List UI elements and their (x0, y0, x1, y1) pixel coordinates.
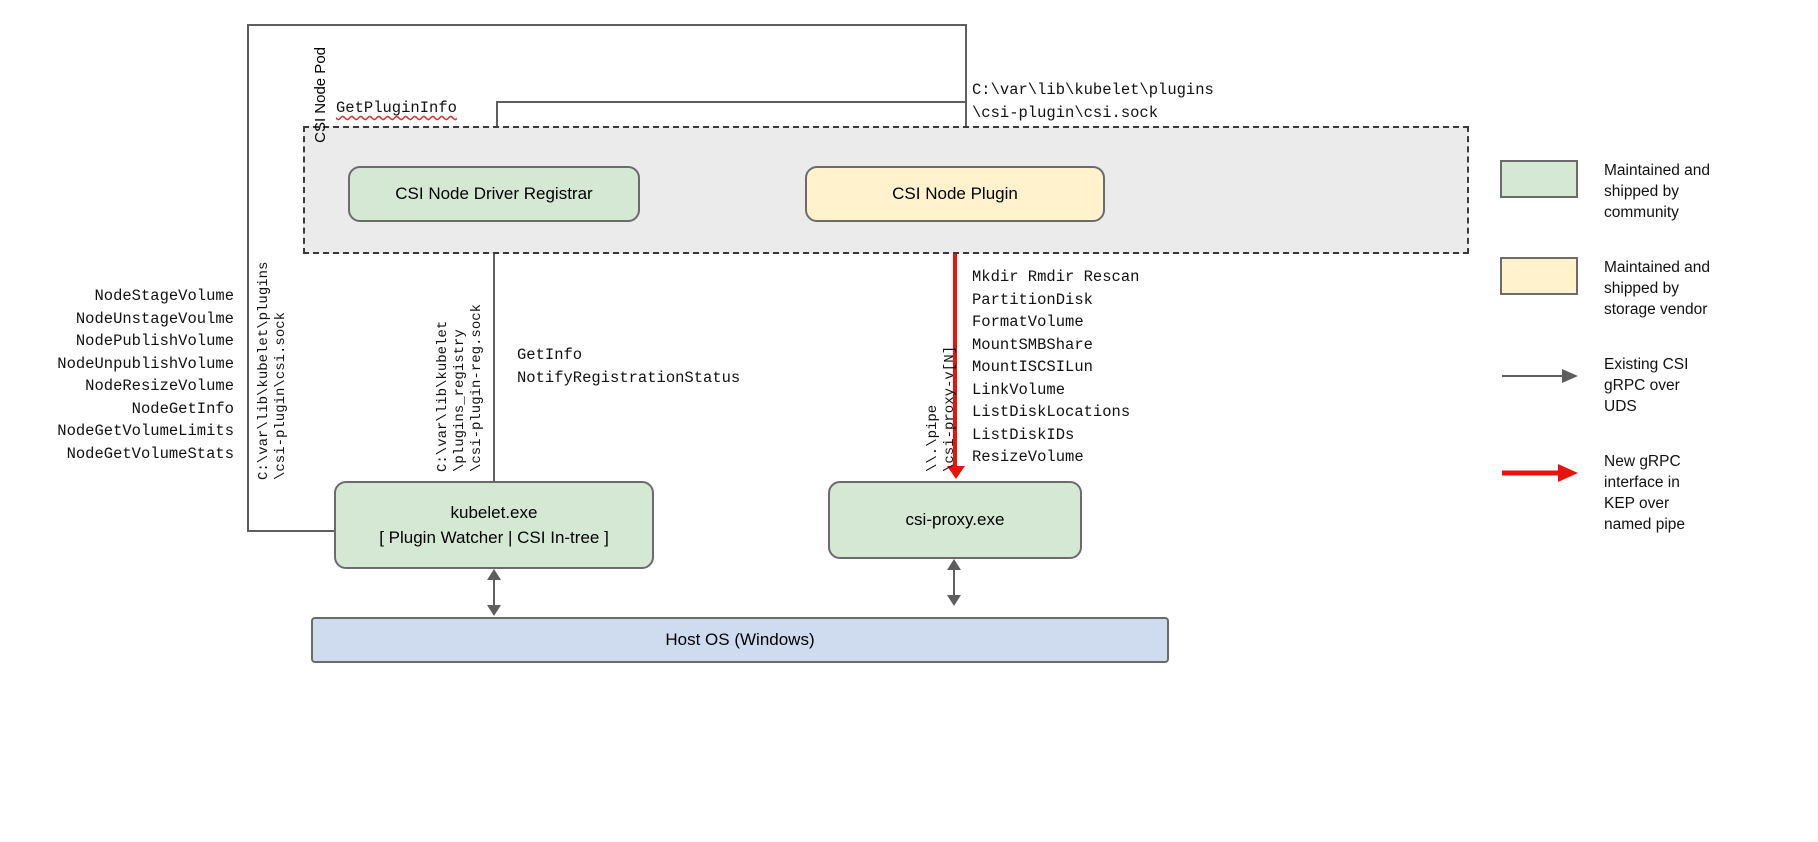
legend-row-storage-vendor: Maintained and shipped by storage vendor (1500, 257, 1800, 320)
arrowhead-csiproxy-down-icon (947, 466, 965, 479)
node-box-kubelet-exe[interactable]: kubelet.exe [ Plugin Watcher | CSI In-tr… (334, 481, 654, 569)
node-box-host-os[interactable]: Host OS (Windows) (311, 617, 1169, 663)
connector-plugin-down (965, 24, 967, 156)
node-box-csi-node-driver-registrar[interactable]: CSI Node Driver Registrar (348, 166, 640, 222)
arrowhead-kubelet-up-icon (487, 569, 501, 580)
connector-kubelet-left-stub (247, 530, 335, 532)
label-node-service-operations: NodeStageVolume NodeUnstageVoulme NodePu… (57, 287, 234, 463)
legend-swatch-vendor-yellow (1500, 257, 1578, 295)
label-vertical-csi-sock-path: C:\var\lib\kubelet\plugins \csi-plugin\c… (256, 261, 289, 480)
connector-kubelet-hostos (493, 578, 495, 608)
legend-arrow-red-icon (1500, 451, 1578, 489)
legend-row-existing-csi: Existing CSI gRPC over UDS (1500, 354, 1800, 417)
connector-getplugininfo-horizontal (496, 101, 966, 103)
node-box-csiproxy-label: csi-proxy.exe (905, 510, 1005, 530)
legend-row-new-grpc: New gRPC interface in KEP over named pip… (1500, 451, 1800, 535)
legend-swatch-community-green (1500, 160, 1578, 198)
node-box-kubelet-label-line2: [ Plugin Watcher | CSI In-tree ] (379, 528, 609, 547)
connector-top-horizontal (247, 24, 966, 26)
arrowhead-csiproxy-hostos-down-icon (947, 595, 961, 606)
csi-node-pod-label: CSI Node Pod (312, 47, 329, 143)
node-box-registrar-label: CSI Node Driver Registrar (395, 184, 593, 204)
node-box-plugin-label: CSI Node Plugin (892, 184, 1018, 204)
connector-csiproxy-hostos (953, 568, 955, 598)
node-box-hostos-label: Host OS (Windows) (665, 630, 815, 650)
legend-arrow-gray-icon (1500, 354, 1578, 392)
arrowhead-kubelet-down-icon (487, 605, 501, 616)
legend-label-storage-vendor: Maintained and shipped by storage vendor (1604, 259, 1710, 318)
legend-label-existing-csi: Existing CSI gRPC over UDS (1604, 356, 1689, 415)
label-csi-plugin-socket-path: C:\var\lib\kubelet\plugins \csi-plugin\c… (972, 81, 1214, 122)
label-vertical-named-pipe-path: \\.\pipe \csi-proxy-v[N] (925, 345, 958, 472)
label-registration-calls: GetInfo NotifyRegistrationStatus (517, 346, 741, 387)
connector-kubelet-left-vertical (247, 24, 249, 531)
legend: Maintained and shipped by community Main… (1500, 160, 1800, 569)
node-box-csi-node-plugin[interactable]: CSI Node Plugin (805, 166, 1105, 222)
node-box-kubelet-label-line1: kubelet.exe (450, 502, 538, 522)
legend-label-new-grpc: New gRPC interface in KEP over named pip… (1604, 453, 1686, 533)
node-box-csi-proxy-exe[interactable]: csi-proxy.exe (828, 481, 1082, 559)
label-vertical-registration-sock-path: C:\var\lib\kubelet \plugins_registry \cs… (435, 303, 485, 472)
legend-label-community: Maintained and shipped by community (1604, 162, 1710, 221)
legend-row-community: Maintained and shipped by community (1500, 160, 1800, 223)
label-csi-proxy-operations: Mkdir Rmdir Rescan PartitionDisk FormatV… (972, 268, 1140, 466)
arrowhead-csiproxy-up-icon (947, 559, 961, 570)
connector-plugin-csiproxy-red (953, 222, 957, 468)
connector-registrar-kubelet (493, 232, 495, 481)
label-get-plugin-info: GetPluginInfo (336, 99, 457, 117)
